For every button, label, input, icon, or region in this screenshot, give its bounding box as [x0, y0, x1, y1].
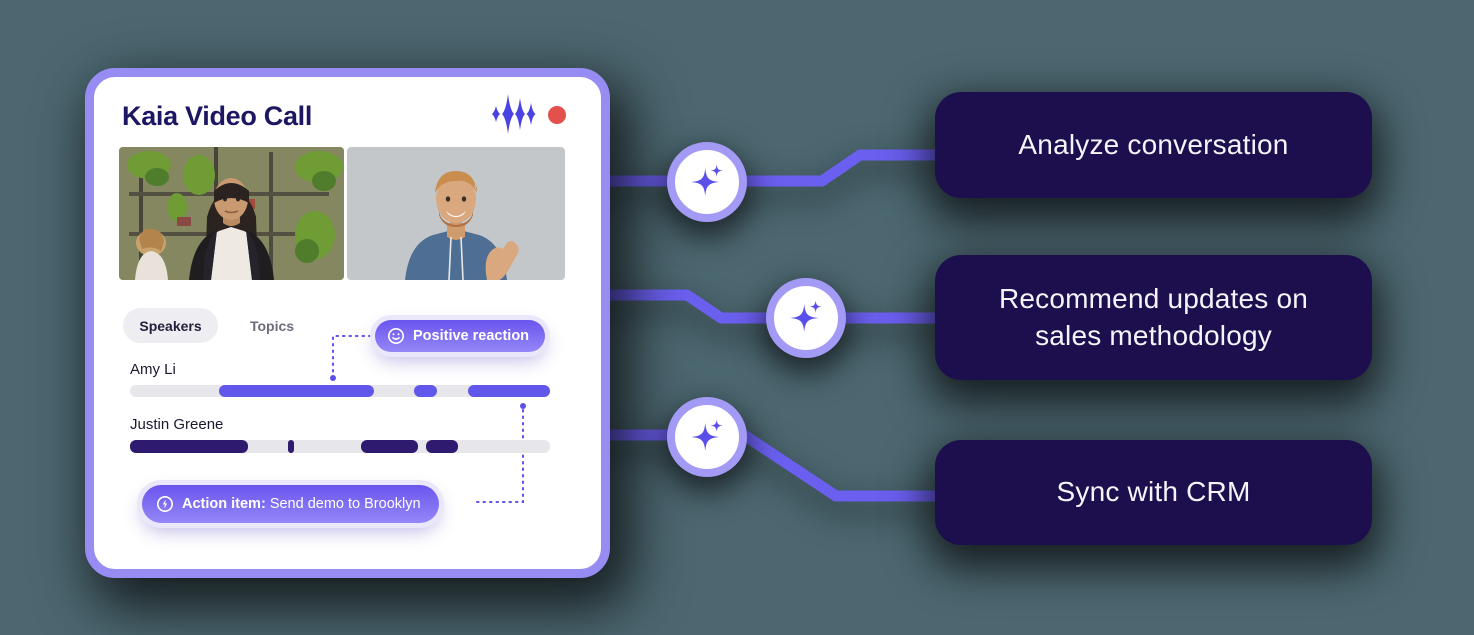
action-item-badge: Action item: Send demo to Brooklyn	[142, 485, 439, 523]
action-item-prefix: Action item:	[182, 496, 266, 512]
speaker-justin	[405, 171, 519, 280]
positive-reaction-connector	[332, 335, 378, 374]
tab-speakers[interactable]: Speakers	[123, 308, 218, 343]
action-item-label: Action item: Send demo to Brooklyn	[182, 496, 421, 512]
positive-reaction-connector-dot	[330, 375, 336, 381]
output-label: Recommend updates on sales methodology	[998, 282, 1309, 351]
speaker-name-amy: Amy Li	[130, 361, 176, 378]
tab-speakers-label: Speakers	[139, 317, 202, 334]
video-tile-amy	[119, 147, 344, 280]
connector-line-3	[601, 429, 940, 502]
action-item-connector-dot	[520, 403, 526, 409]
audio-waveform-icon	[492, 94, 536, 134]
output-label: Sync with CRM	[1056, 476, 1251, 508]
kaia-video-call-card: Kaia Video Call	[85, 68, 610, 578]
speaker-timeline-amy	[130, 385, 550, 397]
ai-node-1	[667, 142, 747, 222]
background-person	[135, 228, 168, 280]
action-item-connector	[473, 409, 524, 503]
sparkle-icon	[691, 419, 723, 451]
video-justin-illustration	[347, 147, 565, 280]
tab-topics[interactable]: Topics	[232, 308, 312, 343]
speech-segment	[413, 385, 437, 397]
speech-segment	[468, 385, 550, 397]
output-badge-recommend-updates: Recommend updates on sales methodology	[935, 255, 1372, 380]
video-tile-justin	[347, 147, 565, 280]
sparkle-icon	[790, 300, 822, 332]
speaker-name-justin: Justin Greene	[130, 416, 224, 433]
speech-segment	[130, 440, 248, 453]
speech-segment	[426, 440, 458, 453]
connector-line-1	[601, 149, 940, 187]
output-badge-sync-crm: Sync with CRM	[935, 440, 1372, 545]
action-item-text: Send demo to Brooklyn	[269, 496, 421, 512]
speech-segment	[361, 440, 418, 453]
ai-node-2	[766, 278, 846, 358]
speaker-timeline-justin	[130, 440, 550, 453]
video-amy-illustration	[119, 147, 344, 280]
smiley-icon	[387, 327, 405, 345]
bolt-circle-icon	[156, 495, 174, 513]
speech-segment	[287, 440, 294, 453]
ai-node-3	[667, 397, 747, 477]
positive-reaction-label: Positive reaction	[413, 328, 530, 344]
tab-topics-label: Topics	[249, 317, 295, 334]
speech-segment	[219, 385, 374, 397]
recording-dot	[548, 106, 566, 124]
output-badge-analyze-conversation: Analyze conversation	[935, 92, 1372, 198]
positive-reaction-badge: Positive reaction	[375, 320, 546, 352]
output-label: Analyze conversation	[1018, 128, 1289, 160]
speaker-amy	[189, 178, 274, 280]
sparkle-icon	[691, 164, 723, 196]
card-title: Kaia Video Call	[122, 101, 313, 131]
